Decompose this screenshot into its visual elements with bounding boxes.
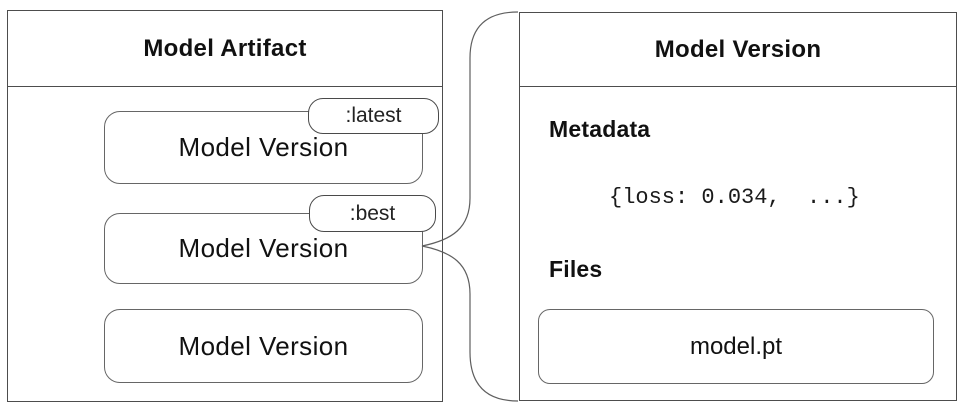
alias-tag-latest: :latest	[308, 98, 439, 134]
model-version-box-v2-text: Model Version	[178, 132, 349, 162]
alias-tag-latest-text: :latest	[345, 104, 402, 127]
alias-tag-best-text: :best	[349, 201, 396, 225]
file-box: model.pt	[538, 309, 934, 384]
model-version-box-v1-text: Model Version	[178, 233, 349, 263]
artifact-panel-header: Model Artifact	[8, 11, 442, 87]
file-name: model.pt	[689, 332, 783, 360]
metadata-heading: Metadata	[549, 116, 651, 142]
model-version-box-v0: Model Version	[104, 309, 423, 383]
files-heading: Files	[549, 256, 603, 282]
version-detail-panel: Model Version Metadata {loss: 0.034, ...…	[519, 12, 957, 401]
alias-tag-best: :best	[309, 195, 436, 232]
version-detail-panel-header: Model Version	[520, 13, 956, 87]
model-version-box-v0-text: Model Version	[178, 330, 349, 361]
metadata-value: {loss: 0.034, ...}	[609, 185, 860, 210]
artifact-panel-title: Model Artifact	[143, 34, 307, 62]
version-detail-panel-title: Model Version	[654, 35, 822, 63]
artifact-panel: Model Artifact v2 Model Version :latest …	[7, 10, 443, 402]
